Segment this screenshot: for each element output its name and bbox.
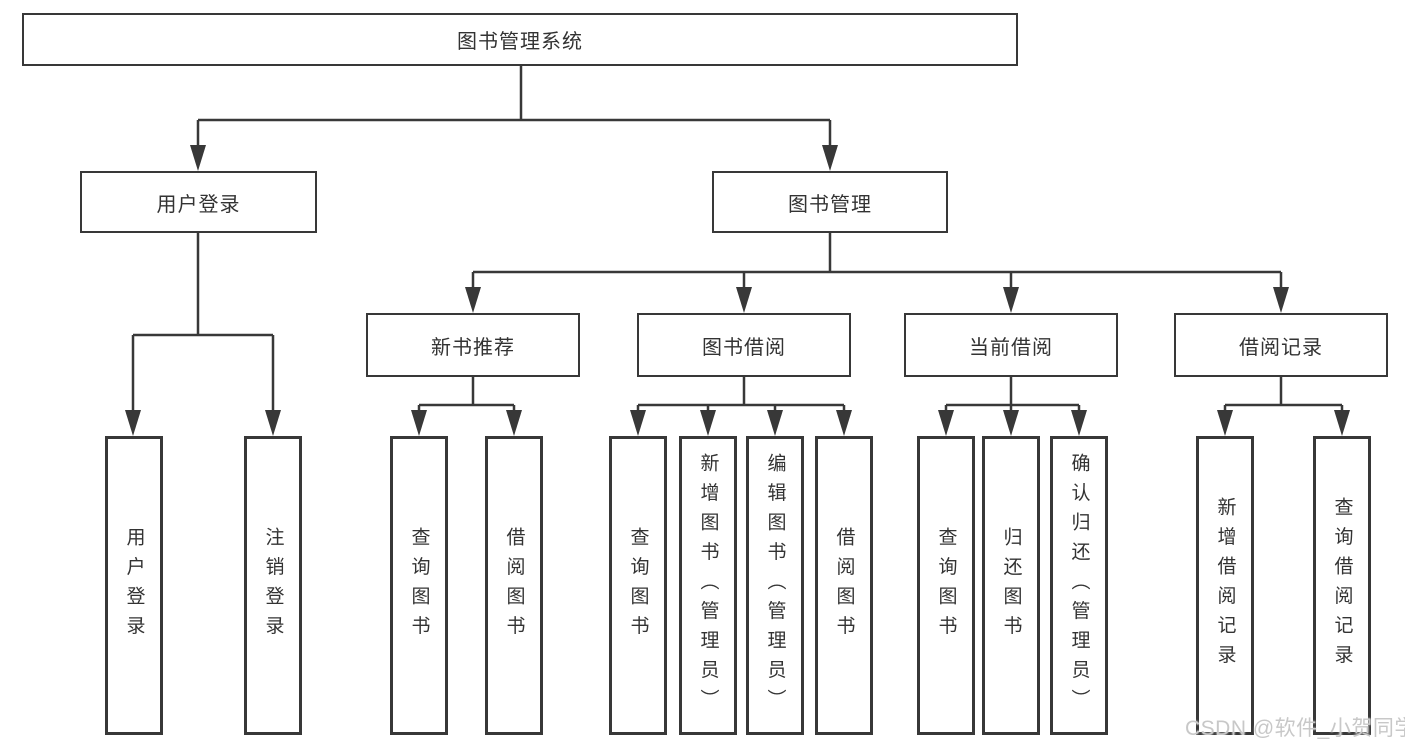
leaf-query-borrow-record: 查询借阅记录: [1313, 436, 1371, 735]
leaf-add-book-admin: 新增图书（管理员）: [679, 436, 737, 735]
node-label: 用户登录: [156, 193, 241, 216]
node-label: 当前借阅: [969, 336, 1053, 359]
node-label: 借阅记录: [1239, 336, 1323, 359]
leaf-user-login: 用户登录: [105, 436, 163, 735]
node-label: 借阅图书: [833, 526, 855, 645]
leaf-query-books-borrowing: 查询图书: [609, 436, 667, 735]
node-label: 查询借阅记录: [1331, 497, 1353, 674]
connector-lines: [131, 66, 1344, 416]
node-book-borrowing: 图书借阅: [637, 313, 851, 377]
node-label: 编辑图书（管理员）: [764, 452, 786, 719]
node-book-management: 图书管理: [712, 171, 948, 233]
node-label: 新书推荐: [431, 336, 515, 359]
csdn-watermark: CSDN @软件_小贺同学: [1185, 717, 1405, 740]
node-label: 图书借阅: [702, 336, 786, 359]
node-new-book-recommend: 新书推荐: [366, 313, 580, 377]
node-user-login: 用户登录: [80, 171, 317, 233]
node-borrowing-records: 借阅记录: [1174, 313, 1388, 377]
node-label: 图书管理: [788, 193, 872, 216]
node-label: 新增借阅记录: [1214, 497, 1236, 674]
node-label: 借阅图书: [503, 526, 525, 645]
leaf-edit-book-admin: 编辑图书（管理员）: [746, 436, 804, 735]
leaf-query-books-current: 查询图书: [917, 436, 975, 735]
node-root-system: 图书管理系统: [22, 13, 1018, 66]
node-label: 图书管理系统: [457, 31, 583, 53]
node-label: 查询图书: [408, 526, 430, 645]
leaf-query-books-recommend: 查询图书: [390, 436, 448, 735]
node-label: 查询图书: [627, 526, 649, 645]
leaf-logout: 注销登录: [244, 436, 302, 735]
leaf-borrow-books-recommend: 借阅图书: [485, 436, 543, 735]
node-label: 查询图书: [935, 526, 957, 645]
node-label: 确认归还（管理员）: [1068, 452, 1090, 719]
arrowheads: [125, 145, 1350, 436]
leaf-borrow-books-borrowing: 借阅图书: [815, 436, 873, 735]
leaf-return-book: 归还图书: [982, 436, 1040, 735]
node-label: 归还图书: [1000, 526, 1022, 645]
node-label: 新增图书（管理员）: [697, 452, 719, 719]
leaf-add-borrow-record: 新增借阅记录: [1196, 436, 1254, 735]
node-label: 用户登录: [123, 526, 145, 645]
node-current-borrowing: 当前借阅: [904, 313, 1118, 377]
leaf-confirm-return-admin: 确认归还（管理员）: [1050, 436, 1108, 735]
node-label: 注销登录: [262, 526, 284, 645]
